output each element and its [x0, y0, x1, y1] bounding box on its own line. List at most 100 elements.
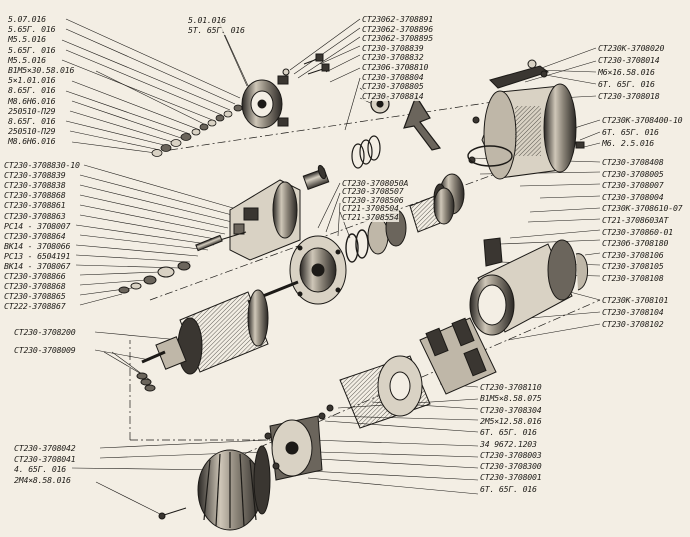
part-label: 5.65Г. 016: [8, 24, 56, 35]
commutator-end-cap: [264, 415, 323, 481]
part-label: СТ230К-3708610-07: [602, 203, 683, 214]
part-label: 250510-П29: [8, 126, 56, 137]
part-label: СТ230-3708832: [362, 52, 424, 63]
part-label: СТ230-3708042: [14, 443, 76, 453]
part-label: СТ21-3708504: [342, 203, 399, 214]
leader-lines: [61, 18, 601, 515]
part-label: СТ230-3708863: [4, 210, 66, 221]
part-label: СТ230-3708102: [602, 319, 664, 329]
part-label: В1М5×30.58.016: [8, 65, 75, 75]
part-label: ВК14 - 3708066: [4, 240, 71, 251]
part-label: СТ230-3708408: [602, 157, 664, 167]
part-label: 6Т. 65Г. 016: [480, 483, 537, 494]
part-label: СТ230б-3708180: [602, 238, 669, 249]
part-label: СТ230-3708003: [480, 449, 542, 460]
part-label: СТ230К-3708101: [602, 295, 669, 305]
part-label: СТ230-3708104: [602, 307, 664, 317]
part-label: СТ230К-3708400-10: [602, 115, 683, 125]
part-label: СТ230-370860-01: [602, 226, 673, 237]
part-label: 2М5×12.58.016: [480, 415, 542, 426]
part-label: СТ230-3708839: [362, 42, 424, 53]
part-label: СТ23062-3708895: [362, 33, 433, 44]
part-label: РС14 - 3708007: [4, 220, 71, 231]
drive-end-flange: [289, 235, 347, 305]
part-label: СТ230-3708839: [4, 170, 66, 181]
part-label: 8.65Г. 016: [8, 85, 56, 96]
part-label: СТ230-3708108: [602, 273, 664, 283]
part-label: 5.65Г. 016: [8, 44, 56, 55]
brush-plate: [318, 355, 431, 429]
bolts-top-center: [282, 53, 330, 76]
fastener-cluster-top-left: [151, 100, 251, 157]
part-label: 5×1.01.016: [8, 75, 56, 86]
part-label: М5.5.016: [8, 54, 46, 65]
part-label: ВК14 - 3708067: [4, 261, 71, 271]
part-label: 4. 65Г. 016: [14, 464, 67, 475]
part-label: М6. 2.5.016: [602, 138, 655, 148]
rings-center: [351, 94, 390, 169]
part-label: 8.65Г. 016: [8, 116, 56, 126]
part-label: 6Т. 65Г. 016: [602, 126, 659, 137]
part-label: СТ230-3708838: [4, 180, 66, 191]
part-label: СТ230-3708864: [4, 230, 66, 241]
shift-lever: [403, 94, 442, 151]
plunger-small: [302, 164, 330, 190]
part-label: СТ230-3708014: [598, 55, 660, 65]
part-label: СТ230-3708861: [4, 200, 66, 211]
part-label: СТ230-3708050А: [342, 178, 409, 188]
brush-holder-housing: [219, 179, 301, 261]
part-label: СТ230-3708105: [602, 261, 664, 272]
part-label: СТ230-3708009: [14, 345, 76, 355]
part-label: СТ230-3708507: [342, 186, 404, 197]
ribbed-dust-cover: [158, 445, 271, 531]
part-label: М5.5.016: [8, 34, 46, 45]
part-label: СТ230-3708001: [480, 472, 542, 483]
part-label: РС13 - 6504191: [4, 250, 71, 261]
solenoid-relay: [467, 59, 585, 180]
part-label: СТ23062-3708896: [362, 23, 433, 34]
part-label: СТ230-3708506: [342, 194, 404, 205]
part-label: 250510-П29: [8, 105, 56, 116]
part-label: СТ230К-3708020: [598, 43, 665, 53]
part-label: 6Т. 65Г. 016: [480, 427, 537, 438]
part-label: СТ230-3708866: [4, 271, 66, 282]
part-label: М8.6Н6.016: [8, 136, 56, 147]
part-label: М6×16.58.016: [598, 67, 655, 77]
part-label: В1М5×8.58.075: [480, 393, 542, 404]
part-label: СТ222-3708867: [4, 301, 66, 312]
part-label: СТ230-3708106: [602, 249, 664, 260]
part-label: СТ230-3708005: [602, 168, 664, 179]
part-label: 5.01.016: [188, 15, 226, 25]
part-label: 5Т. 65Г. 016: [188, 25, 245, 35]
part-label: 2М4×8.58.016: [14, 474, 71, 485]
part-label: СТ230-3708300: [480, 461, 542, 472]
part-label: СТ230-3708110: [480, 382, 542, 392]
part-label: СТ230-3708830-10: [4, 160, 80, 170]
part-label: СТ230-3708041: [14, 453, 76, 464]
part-label: СТ2306-3708810: [362, 62, 429, 72]
part-label: СТ230-3708304: [480, 404, 542, 415]
end-cover-top: [241, 75, 289, 129]
part-label: СТ230-3708814: [362, 90, 424, 101]
part-label: СТ230-3708018: [598, 91, 660, 101]
part-label: СТ230-3708868: [4, 190, 66, 201]
part-label: СТ230-3708865: [4, 291, 66, 302]
part-label: СТ21-3708603АТ: [602, 215, 669, 225]
part-label: СТ230-3708004: [602, 191, 664, 202]
part-label: 34 9672.1203: [480, 438, 537, 449]
part-label: СТ21-3708554: [342, 211, 399, 222]
armature: [141, 280, 299, 375]
part-label: СТ230-3708804: [362, 71, 424, 82]
field-coils: [419, 317, 497, 395]
part-label: М8.6Н6.016: [8, 95, 56, 106]
part-label: СТ230-3708805: [362, 81, 424, 92]
part-label: СТ230-3708200: [14, 327, 76, 337]
part-label: 6Т. 65Г. 016: [598, 79, 655, 89]
part-label: СТ23062-3708891: [362, 14, 433, 24]
part-label: СТ230-3708007: [602, 180, 664, 191]
washer-stack-left: [118, 234, 223, 392]
field-frame-housing: [469, 237, 589, 336]
part-label: СТ230-3708868: [4, 281, 66, 292]
part-label: 5.07.016: [8, 14, 46, 24]
